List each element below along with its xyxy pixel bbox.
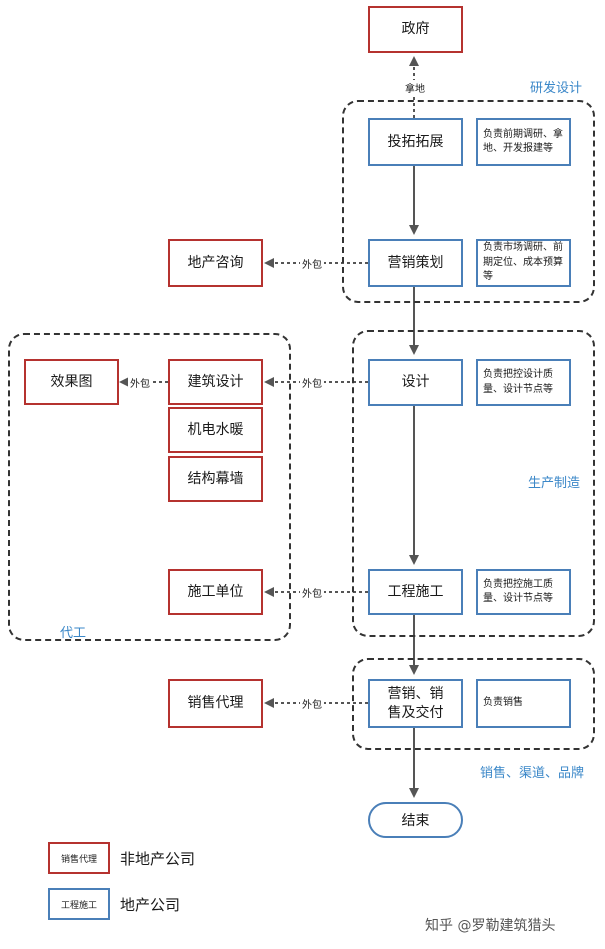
note-design: 负责把控设计质量、设计节点等	[476, 359, 571, 406]
node-sales-agent: 销售代理	[168, 679, 263, 728]
legend-text-non-company: 非地产公司	[120, 850, 196, 868]
node-design: 设计	[368, 359, 463, 406]
node-sales-delivery: 营销、销售及交付	[368, 679, 463, 728]
legend-sample-company: 工程施工	[48, 888, 110, 920]
note-marketing-plan: 负责市场调研、前期定位、成本预算等	[476, 239, 571, 287]
edge-label-outsource-sales: 外包	[300, 696, 324, 711]
note-investment: 负责前期调研、拿地、开发报建等	[476, 118, 571, 166]
edge-label-land: 拿地	[403, 80, 427, 95]
group-production	[352, 330, 595, 637]
node-curtain-wall: 结构幕墙	[168, 456, 263, 502]
node-investment: 投拓拓展	[368, 118, 463, 166]
group-label-rd: 研发设计	[530, 81, 583, 96]
node-government: 政府	[368, 6, 463, 53]
legend-text-company: 地产公司	[120, 896, 181, 914]
node-marketing-plan: 营销策划	[368, 239, 463, 287]
group-label-oem: 代工	[60, 626, 87, 641]
group-label-sales: 销售、渠道、品牌	[480, 766, 585, 781]
node-render: 效果图	[24, 359, 119, 405]
node-mep: 机电水暖	[168, 407, 263, 453]
edge-label-outsource-contractor: 外包	[300, 585, 324, 600]
group-label-production: 生产制造	[528, 476, 581, 491]
edge-label-outsource-render: 外包	[128, 375, 152, 390]
legend-sample-non-company: 销售代理	[48, 842, 110, 874]
group-sales	[352, 658, 595, 750]
note-construction: 负责把控施工质量、设计节点等	[476, 569, 571, 615]
node-construction: 工程施工	[368, 569, 463, 615]
group-oem	[8, 333, 291, 641]
node-consulting: 地产咨询	[168, 239, 263, 287]
node-arch-design: 建筑设计	[168, 359, 263, 405]
node-contractor: 施工单位	[168, 569, 263, 615]
watermark: 知乎 @罗勒建筑猎头	[425, 918, 556, 934]
edge-label-outsource-arch: 外包	[300, 375, 324, 390]
node-end: 结束	[368, 802, 463, 838]
edge-label-outsource-consulting: 外包	[300, 256, 324, 271]
group-rd	[342, 100, 595, 303]
note-sales-delivery: 负责销售	[476, 679, 571, 728]
